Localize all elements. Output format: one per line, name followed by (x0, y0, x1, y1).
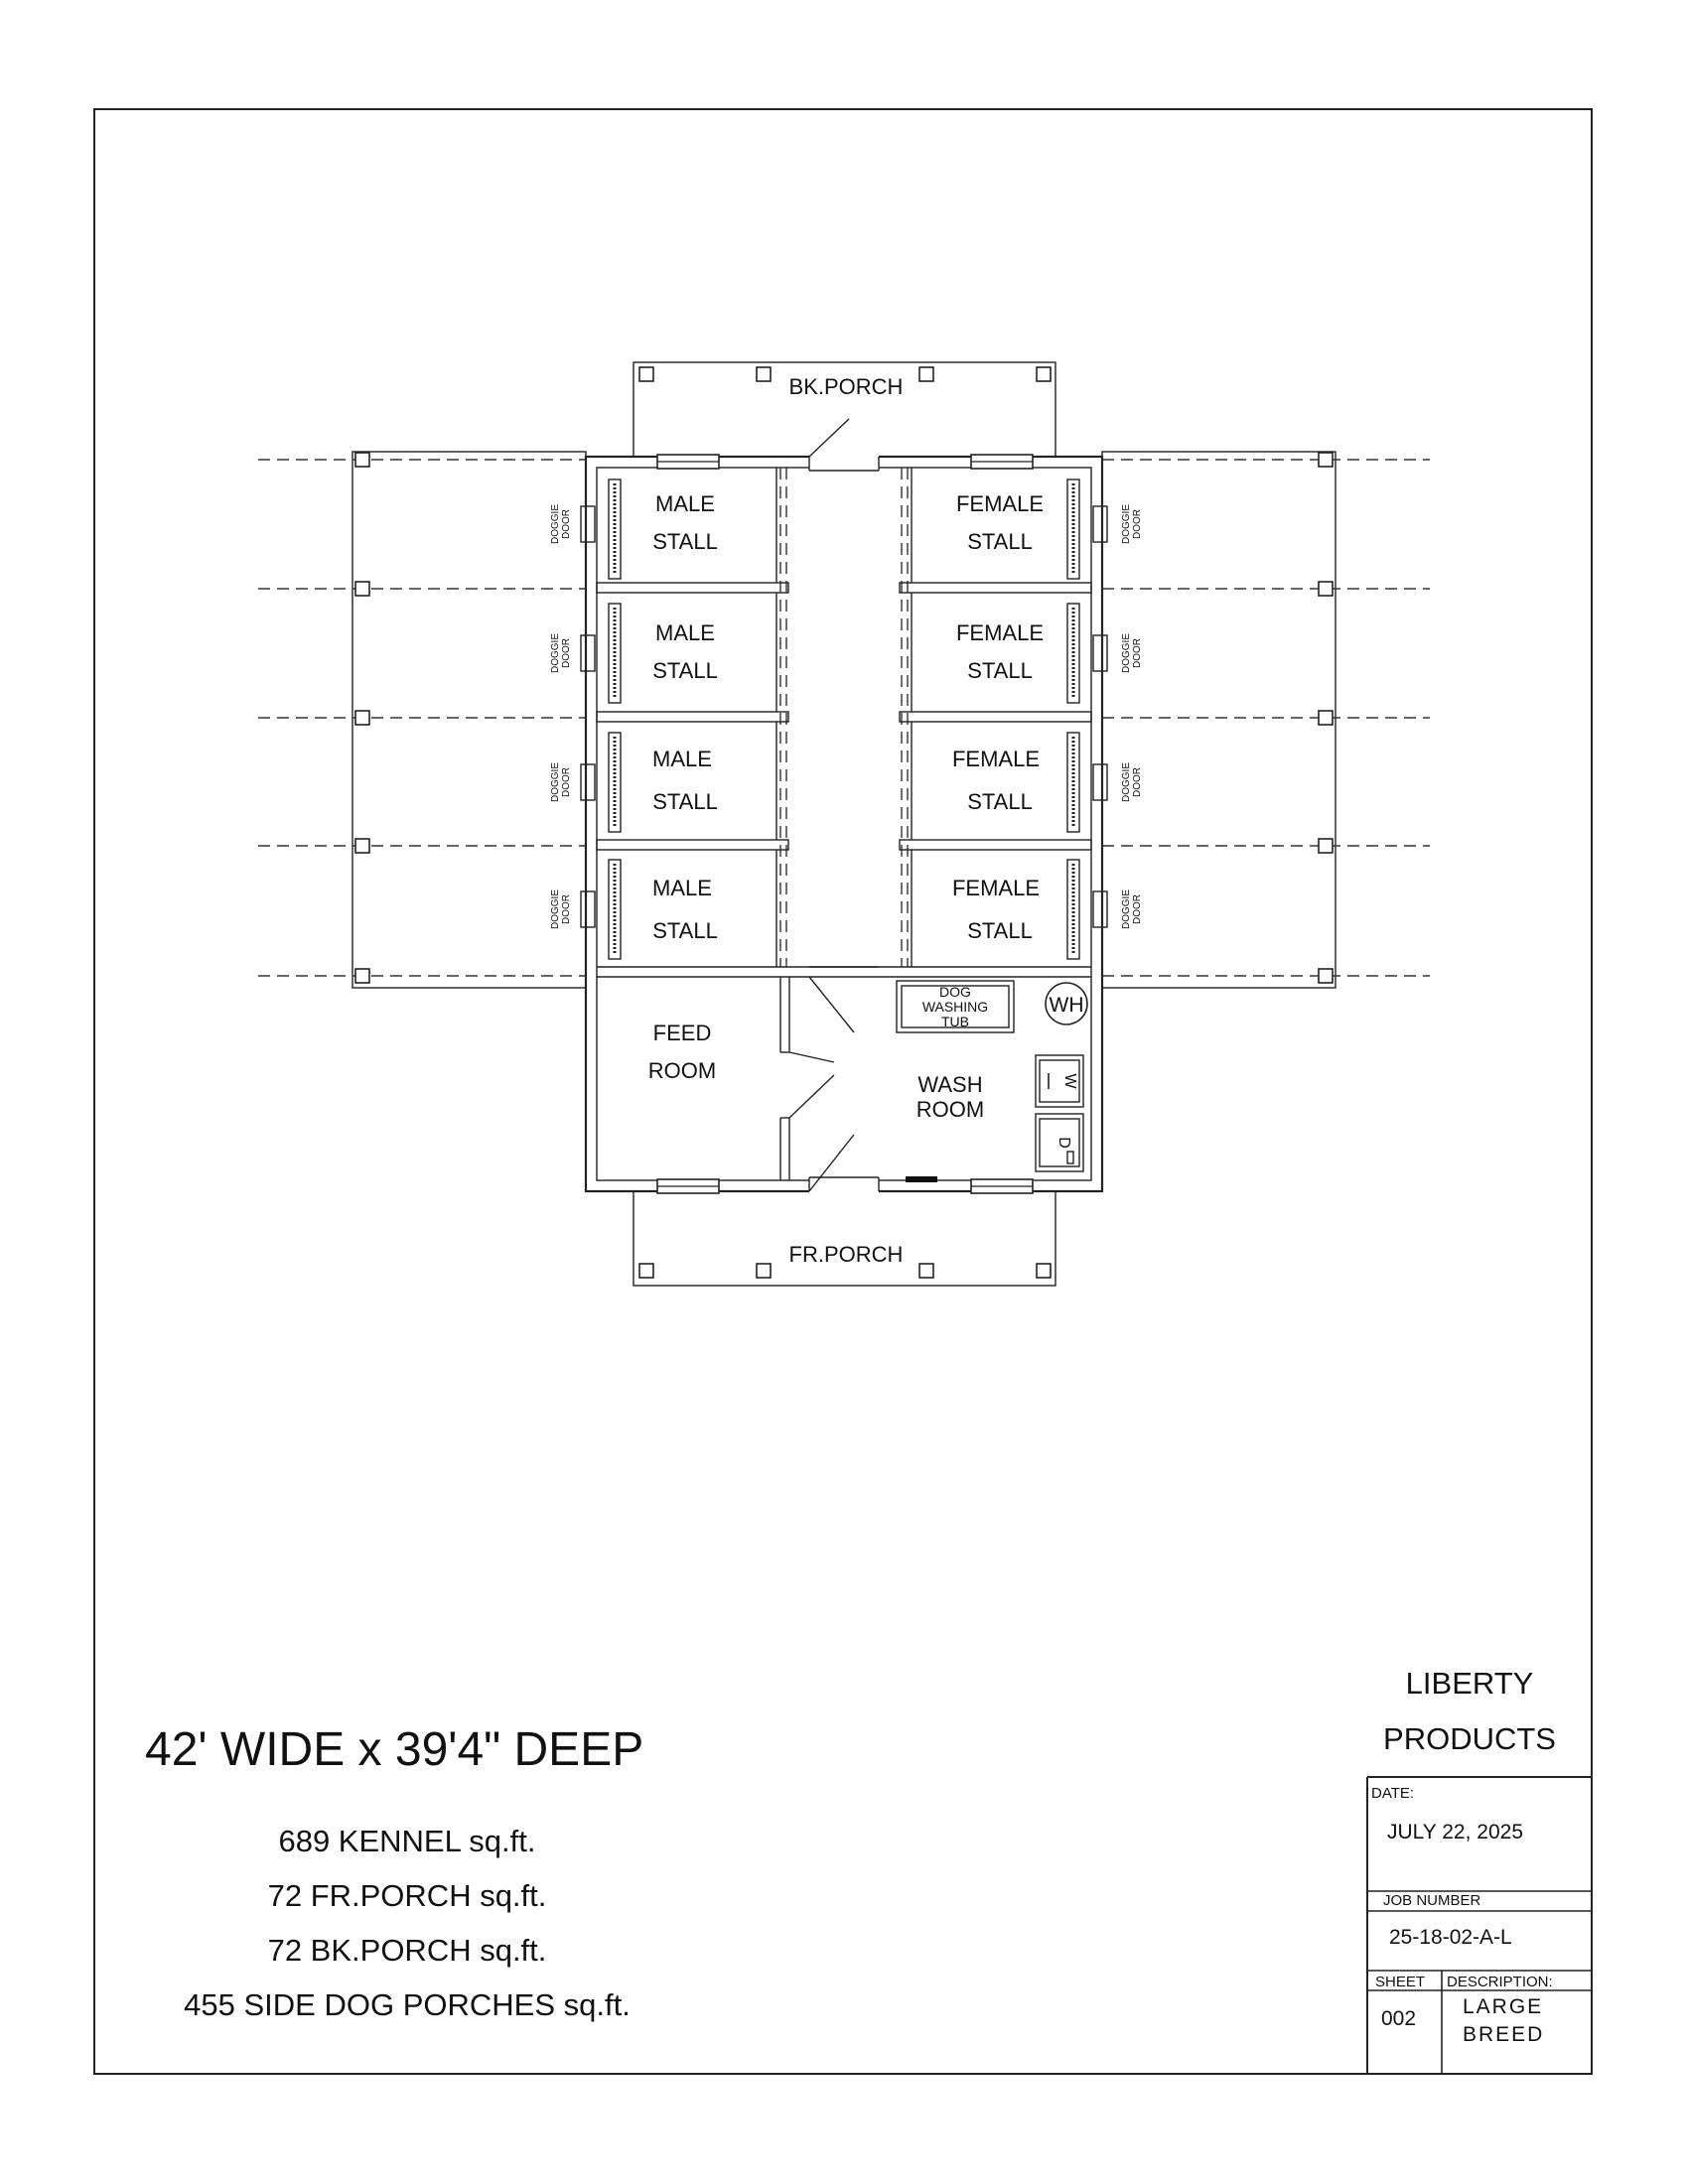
male-stall-3-line2: STALL (652, 789, 718, 814)
job-number-label: JOB NUMBER (1383, 1892, 1481, 1909)
company-name: LIBERTY PRODUCTS (1350, 1656, 1589, 1767)
front-porch-label: FR.PORCH (789, 1242, 904, 1267)
wash-room-line2: ROOM (916, 1097, 984, 1122)
dryer: D (1035, 1113, 1084, 1172)
area-side-porches: 455 SIDE DOG PORCHES sq.ft. (184, 1987, 631, 2022)
tub-line3: TUB (941, 1014, 969, 1029)
male-stall-3-line1: MALE (652, 747, 712, 771)
area-kennel: 689 KENNEL sq.ft. (278, 1824, 536, 1858)
floor-drain (906, 1176, 937, 1182)
sheet-value: 002 (1381, 2007, 1417, 2030)
company-line1: LIBERTY (1405, 1666, 1534, 1701)
female-stall-labels: FEMALE STALL FEMALE STALL FEMALE STALL F… (952, 491, 1044, 943)
porch-grid-lines (258, 459, 1430, 977)
front-door (808, 1134, 880, 1194)
doggie-door-label-r1b: DOOR (1132, 509, 1143, 539)
description-label: DESCRIPTION: (1447, 1974, 1553, 1990)
back-porch-posts (638, 366, 1052, 382)
female-stall-1-line1: FEMALE (956, 491, 1044, 516)
female-stall-4-line1: FEMALE (952, 876, 1040, 900)
front-porch-posts (638, 1263, 1052, 1279)
doggie-door-label-l4b: DOOR (561, 894, 572, 924)
male-stall-1-line1: MALE (655, 491, 715, 516)
female-stall-2-line1: FEMALE (956, 620, 1044, 645)
water-heater-label: WH (1050, 994, 1084, 1017)
doggie-door-label-l2b: DOOR (561, 638, 572, 668)
doggie-door-label-r3b: DOOR (1132, 767, 1143, 797)
male-stall-2-line2: STALL (652, 658, 718, 683)
doggie-door-label-r2b: DOOR (1132, 638, 1143, 668)
back-porch-label: BK.PORCH (789, 374, 904, 399)
stall-partitions (596, 468, 1092, 978)
wash-room-line1: WASH (917, 1072, 982, 1097)
utility-partitions (777, 966, 879, 1180)
doggie-door-label-l3b: DOOR (561, 767, 572, 797)
job-number-value: 25-18-02-A-L (1389, 1926, 1512, 1949)
aisle-lines (779, 468, 909, 967)
side-porch-posts (354, 452, 1334, 984)
description-line2: BREED (1463, 2023, 1545, 2046)
male-stall-4-line2: STALL (652, 918, 718, 943)
title-block-lines (1366, 1776, 1591, 2074)
water-heater: WH (1045, 982, 1088, 1025)
tub-line1: DOG (939, 984, 971, 1000)
doggie-door-label-l1b: DOOR (561, 509, 572, 539)
description-line1: LARGE (1463, 1995, 1544, 2018)
feed-room-line1: FEED (653, 1021, 712, 1045)
dimensions-title: 42' WIDE x 39'4" DEEP (145, 1723, 644, 1776)
building-outer-wall (584, 455, 1104, 1193)
stall-bed-bars (608, 478, 1080, 960)
doggie-door-labels: DOGGIE DOOR DOGGIE DOOR DOGGIE DOOR DOGG… (550, 504, 1143, 929)
doggie-door-label-l3: DOGGIE (550, 762, 561, 802)
title-block: DATE: JULY 22, 2025 JOB NUMBER 25-18-02-… (1367, 1777, 1591, 2071)
female-stall-3-line1: FEMALE (952, 747, 1040, 771)
doggie-door-flaps (580, 505, 1108, 928)
male-stall-4-line1: MALE (652, 876, 712, 900)
date-label: DATE: (1371, 1785, 1415, 1802)
sheet-label: SHEET (1375, 1974, 1426, 1990)
windows (656, 454, 1034, 1194)
dryer-label: D (1055, 1137, 1072, 1149)
front-porch (633, 1190, 1056, 1287)
doggie-door-label-r3: DOGGIE (1121, 762, 1132, 802)
washer: W (1035, 1054, 1084, 1108)
male-stall-1-line2: STALL (652, 529, 718, 554)
doggie-door-label-r2: DOGGIE (1121, 633, 1132, 673)
male-stall-labels: MALE STALL MALE STALL MALE STALL MALE ST… (652, 491, 718, 943)
female-stall-1-line2: STALL (967, 529, 1033, 554)
female-stall-2-line2: STALL (967, 658, 1033, 683)
female-stall-3-line2: STALL (967, 789, 1033, 814)
tub-line2: WASHING (922, 999, 988, 1015)
date-value: JULY 22, 2025 (1387, 1821, 1523, 1843)
doggie-door-label-l1: DOGGIE (550, 504, 561, 544)
back-door (808, 418, 880, 472)
company-line2: PRODUCTS (1383, 1721, 1556, 1756)
area-back-porch: 72 BK.PORCH sq.ft. (267, 1933, 547, 1968)
dog-washing-tub: DOG WASHING TUB (896, 980, 1015, 1033)
doggie-door-label-r4b: DOOR (1132, 894, 1143, 924)
washer-label: W (1061, 1073, 1078, 1089)
doggie-door-label-l4: DOGGIE (550, 889, 561, 929)
female-stall-4-line2: STALL (967, 918, 1033, 943)
doggie-door-label-l2: DOGGIE (550, 633, 561, 673)
area-front-porch: 72 FR.PORCH sq.ft. (267, 1878, 547, 1913)
male-stall-2-line1: MALE (655, 620, 715, 645)
sheet-border (93, 108, 1593, 2075)
doggie-door-label-r4: DOGGIE (1121, 889, 1132, 929)
feed-room-line2: ROOM (648, 1058, 716, 1083)
doggie-door-label-r1: DOGGIE (1121, 504, 1132, 544)
